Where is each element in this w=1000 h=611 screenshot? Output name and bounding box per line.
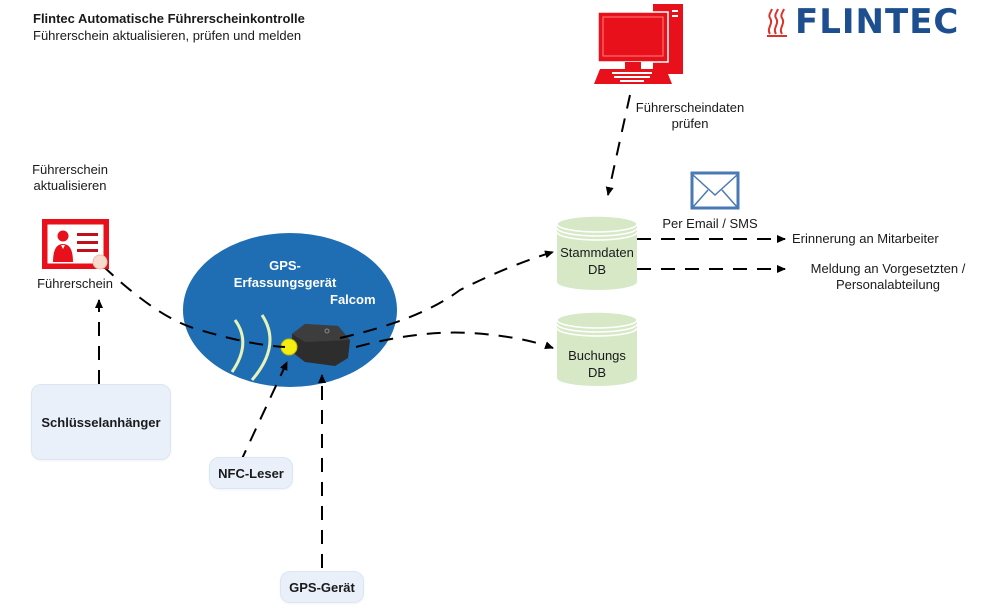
computer-label: Führerscheindaten prüfen bbox=[630, 100, 750, 132]
computer-label-line1: Führerscheindaten bbox=[635, 100, 745, 115]
gps-receiver-box[interactable]: GPS-Gerät bbox=[280, 571, 364, 603]
falcom-device-icon bbox=[292, 324, 350, 366]
computer-icon bbox=[594, 4, 683, 84]
booking-db-line1: Buchungs bbox=[568, 348, 626, 363]
license-update-label: Führerschein aktualisieren bbox=[20, 162, 120, 194]
booking-db-label: Buchungs DB bbox=[557, 347, 637, 381]
gps-device-line2: Erfassungsgerät bbox=[233, 275, 337, 290]
flame-icon bbox=[767, 8, 787, 37]
page-title: Flintec Automatische Führerscheinkontrol… bbox=[33, 11, 305, 26]
gps-device-line1: GPS- bbox=[269, 258, 301, 273]
signal-wave bbox=[230, 319, 245, 373]
license-update-line2: aktualisieren bbox=[33, 178, 107, 193]
logo-text: FLINTEC bbox=[795, 2, 960, 42]
report-label: Meldung an Vorgesetzten / Personalabteil… bbox=[788, 261, 988, 293]
report-label-line1: Meldung an Vorgesetzten / bbox=[810, 261, 966, 276]
computer-label-line2: prüfen bbox=[671, 116, 709, 131]
booking-db-cylinder[interactable] bbox=[556, 311, 638, 386]
report-label-line2: Personalabteilung bbox=[835, 277, 941, 292]
connector-computer-master-db bbox=[605, 94, 631, 196]
id-card-icon bbox=[42, 219, 109, 270]
license-label: Führerschein bbox=[37, 276, 113, 291]
master-db-cylinder[interactable] bbox=[556, 215, 638, 290]
envelope-icon bbox=[690, 171, 740, 210]
signal-wave bbox=[250, 314, 272, 381]
keyfob-box[interactable]: Schlüsselanhänger bbox=[31, 384, 171, 460]
booking-db-line2: DB bbox=[587, 365, 607, 380]
reminder-label: Erinnerung an Mitarbeiter bbox=[792, 231, 939, 246]
gps-device-line3: Falcom bbox=[330, 292, 376, 307]
connector-gps-booking-db bbox=[355, 331, 554, 350]
flintec-logo: FLINTEC bbox=[765, 2, 959, 42]
master-db-line2: DB bbox=[587, 262, 607, 277]
email-label: Per Email / SMS bbox=[662, 216, 758, 231]
master-db-label: Stammdaten DB bbox=[557, 244, 637, 278]
master-db-line1: Stammdaten bbox=[560, 245, 634, 260]
connector-gps-master-db bbox=[339, 250, 554, 339]
nfc-reader-box[interactable]: NFC-Leser bbox=[209, 457, 293, 489]
page-subtitle: Führerschein aktualisieren, prüfen und m… bbox=[33, 28, 302, 43]
connector-nfc-gps bbox=[239, 361, 288, 464]
license-update-line1: Führerschein bbox=[32, 162, 108, 177]
connector-license-gps bbox=[102, 265, 286, 348]
